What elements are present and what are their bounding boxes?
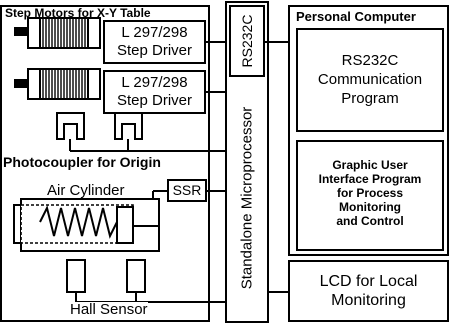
gui-program-line4: Monitoring [339,200,401,214]
gui-program-label: Graphic User Interface Program for Proce… [297,158,443,228]
microprocessor-label: Standalone Microprocessor [238,106,256,290]
lcd-box [288,260,449,322]
step-motor-1 [14,17,101,49]
rs232c-label: RS232C [239,14,255,68]
gui-program-line1: Graphic User [332,158,408,172]
lcd-line2: Monitoring [331,292,406,309]
gui-program-box [296,140,444,251]
gui-program-line3: for Process [336,186,404,200]
step-driver-2-line1: L 297/298 [121,74,188,91]
hall-sensor-2-icon [126,259,146,293]
step-driver-1-line2: Step Driver [116,42,193,59]
air-cylinder-icon [13,198,160,252]
gui-program-line5: and Control [336,214,404,228]
hall-sensor-1-icon [66,259,86,293]
step-driver-1-line1: L 297/298 [121,24,188,41]
photocoupler-2-icon [114,112,143,140]
comm-program-line3: Program [341,90,399,107]
step-driver-1-label: L 297/298 Step Driver [104,24,205,60]
comm-program-line1: RS232C [341,52,399,69]
step-motor-2 [14,68,101,100]
hall-sensor-label: Hall Sensor [70,301,148,318]
photocoupler-1-icon [56,112,85,140]
comm-program-line2: Communication [317,71,423,88]
ssr-label: SSR [172,182,202,198]
air-cylinder-label: Air Cylinder [47,182,125,199]
table-subsystem-frame [0,5,210,322]
gui-program-line2: Interface Program [318,172,422,186]
personal-computer-title: Personal Computer [296,9,416,24]
comm-program-label: RS232C Communication Program [297,51,443,108]
comm-program-box [296,28,444,132]
lcd-label: LCD for Local Monitoring [289,272,448,310]
photocoupler-label: Photocoupler for Origin [3,154,163,170]
step-motors-title: Step Motors for X-Y Table [5,6,151,20]
lcd-line1: LCD for Local [319,273,418,290]
step-driver-2-label: L 297/298 Step Driver [104,74,205,110]
step-driver-2-line2: Step Driver [116,92,193,109]
